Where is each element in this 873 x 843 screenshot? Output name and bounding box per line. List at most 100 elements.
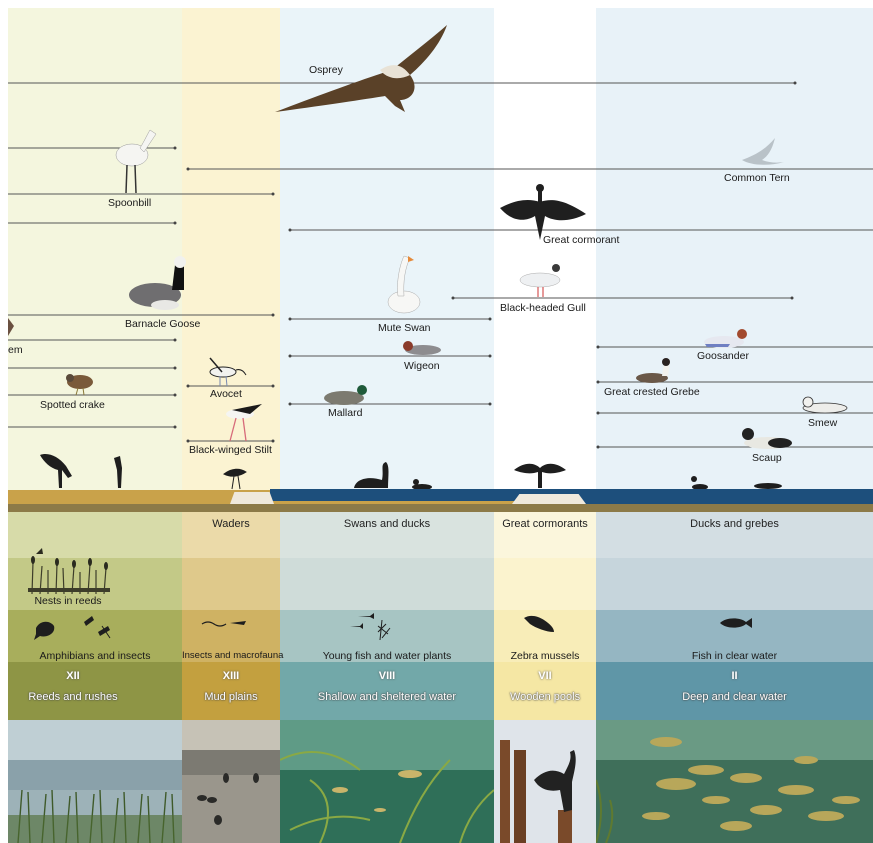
scaup-icon bbox=[742, 428, 792, 449]
smew-icon bbox=[802, 396, 848, 414]
amphibians-insects-icon bbox=[34, 616, 111, 640]
cormorant-photo-icon bbox=[534, 750, 576, 812]
wigeon-icon bbox=[403, 341, 441, 355]
habitat-numeral-deep: II bbox=[731, 670, 738, 682]
label-nests-in-reeds: Nests in reeds bbox=[34, 595, 102, 607]
label-young-fish: Young fish and water plants bbox=[322, 650, 452, 662]
habitat-name-pools: Wooden pools bbox=[509, 691, 581, 703]
reeds-column-bg bbox=[8, 8, 182, 490]
mallard-icon bbox=[324, 385, 367, 405]
ground-bottom-line bbox=[8, 504, 873, 512]
shallow-band-food bbox=[280, 610, 494, 662]
shallow-band-nest bbox=[280, 558, 494, 610]
habitat-numeral-shallow: VIII bbox=[378, 670, 396, 682]
pools-band-top bbox=[494, 512, 596, 558]
avocet-icon bbox=[209, 357, 247, 387]
shallow-band-top bbox=[280, 512, 494, 558]
bird-illustrations bbox=[8, 25, 848, 490]
label-common-tern: Common Tern bbox=[724, 172, 790, 184]
common-tern-icon bbox=[742, 138, 784, 165]
group-swans-and-ducks: Swans and ducks bbox=[343, 518, 431, 530]
label-scaup: Scaup bbox=[752, 452, 782, 464]
wooden-pools-photo bbox=[494, 720, 596, 843]
water-strip-deep bbox=[580, 489, 873, 504]
goosander-icon bbox=[704, 329, 747, 348]
zebra-mussels-icon bbox=[524, 615, 554, 632]
silhouettes bbox=[40, 454, 782, 490]
shallow-band-habitat bbox=[280, 662, 494, 720]
label-black-winged-stilt: Black-winged Stilt bbox=[189, 444, 272, 456]
mud-band-nest bbox=[182, 558, 280, 610]
mud-band-food bbox=[182, 610, 280, 662]
great-crested-grebe-icon bbox=[636, 358, 670, 383]
deep-band-top bbox=[596, 512, 873, 558]
habitat-name-reeds: Reeds and rushes bbox=[28, 691, 118, 703]
spoonbill-icon bbox=[115, 129, 157, 194]
habitat-numeral-mud: XIII bbox=[222, 670, 240, 682]
reeds-photo bbox=[8, 720, 182, 843]
habitat-numeral-pools: VII bbox=[538, 670, 552, 682]
pools-band-nest bbox=[494, 558, 596, 610]
reeds-band-top bbox=[8, 512, 182, 558]
label-mallard: Mallard bbox=[328, 407, 363, 419]
label-barnacle-goose: Barnacle Goose bbox=[125, 318, 201, 330]
reeds-band-nest bbox=[8, 558, 182, 610]
label-spoonbill: Spoonbill bbox=[108, 197, 152, 209]
stork-silhouette-icon bbox=[114, 456, 122, 488]
shallow-water-photo bbox=[280, 720, 494, 843]
habitat-numeral-reeds: XII bbox=[66, 670, 80, 682]
habitat-name-shallow: Shallow and sheltered water bbox=[317, 691, 457, 703]
young-fish-plants-icon bbox=[350, 613, 391, 641]
label-amphibians-insects: Amphibians and insects bbox=[39, 650, 151, 662]
heron-silhouette-icon bbox=[40, 454, 72, 488]
great-cormorant-icon bbox=[500, 184, 586, 240]
mute-swan-icon bbox=[387, 255, 421, 314]
habitat-name-mud: Mud plains bbox=[204, 691, 258, 703]
label-smew: Smew bbox=[808, 417, 838, 429]
label-fish-clear-water: Fish in clear water bbox=[691, 650, 778, 662]
swan-silhouette-icon bbox=[354, 462, 389, 488]
label-goosander: Goosander bbox=[697, 350, 749, 362]
mud-plains-photo bbox=[182, 720, 280, 843]
pools-band-food bbox=[494, 610, 596, 662]
mud-band-habitat bbox=[182, 662, 280, 720]
group-great-cormorants: Great cormorants bbox=[502, 518, 588, 530]
deep-water-photo bbox=[596, 720, 873, 843]
cut-off-bird-icon bbox=[8, 318, 14, 336]
mud-white-patch bbox=[230, 492, 274, 504]
group-waders: Waders bbox=[212, 518, 250, 530]
group-ducks-and-grebes: Ducks and grebes bbox=[690, 518, 779, 530]
deep-band-habitat bbox=[596, 662, 873, 720]
deep-band-nest bbox=[596, 558, 873, 610]
reeds-nest-icon bbox=[28, 548, 110, 595]
label-zebra-mussels: Zebra mussels bbox=[510, 650, 580, 662]
label-great-crested-grebe: Great crested Grebe bbox=[604, 386, 700, 398]
label-cut-off: em bbox=[8, 344, 23, 356]
label-wigeon: Wigeon bbox=[404, 360, 440, 372]
black-headed-gull-icon bbox=[519, 264, 561, 297]
label-mute-swan: Mute Swan bbox=[378, 322, 431, 334]
range-lines bbox=[8, 81, 873, 449]
reeds-band-habitat bbox=[8, 662, 182, 720]
wader-silhouette-icon bbox=[223, 468, 247, 490]
grebe-silhouette-icon bbox=[692, 484, 708, 490]
macrofauna-icon bbox=[201, 621, 246, 627]
mud-column-bg bbox=[182, 8, 280, 490]
barnacle-goose-icon bbox=[129, 256, 186, 310]
pool-white-patch bbox=[512, 494, 586, 504]
osprey-icon bbox=[275, 25, 447, 112]
label-spotted-crake: Spotted crake bbox=[40, 399, 105, 411]
duck2-silhouette-icon bbox=[754, 483, 782, 489]
label-black-headed-gull: Black-headed Gull bbox=[500, 302, 586, 314]
label-insects-macrofauna: Insects and macrofauna bbox=[182, 650, 284, 661]
pools-band-habitat bbox=[494, 662, 596, 720]
duck-silhouette-icon bbox=[412, 484, 432, 490]
label-avocet: Avocet bbox=[210, 388, 242, 400]
black-winged-stilt-icon bbox=[226, 404, 262, 442]
cormorant-silhouette-icon bbox=[514, 463, 566, 488]
label-great-cormorant: Great cormorant bbox=[543, 234, 620, 246]
spotted-crake-icon bbox=[66, 374, 93, 396]
label-osprey: Osprey bbox=[309, 64, 343, 76]
pools-column-bg bbox=[494, 8, 596, 490]
